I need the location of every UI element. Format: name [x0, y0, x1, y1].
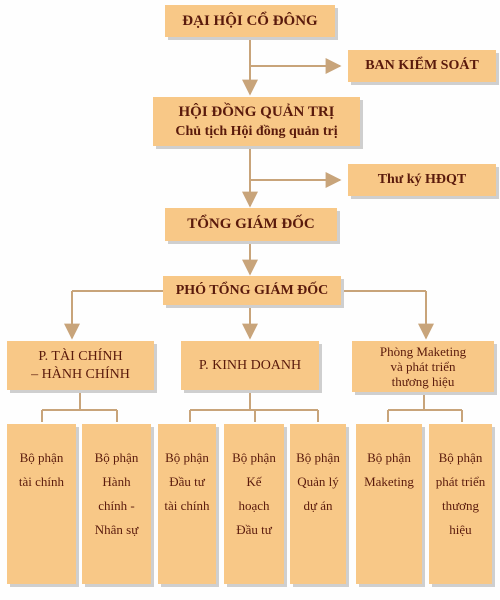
leaf-line: Bộ phận: [94, 450, 139, 465]
node-secretary: Thư ký HĐQT: [348, 164, 496, 196]
leaf-line: Đầu tư: [169, 474, 205, 489]
node-shareholders: ĐẠI HỘI CỔ ĐÔNG: [165, 5, 335, 37]
leaf-line: Nhân sự: [94, 522, 139, 537]
business-dept-label: P. KINH DOANH: [198, 357, 302, 373]
node-marketing-dept: Phòng Maketing và phát triển thương hiệu: [352, 341, 494, 392]
leaf-line: dự án: [303, 498, 333, 513]
leaf-line: Bộ phận: [296, 450, 340, 465]
node-ceo: TỔNG GIÁM ĐỐC: [165, 208, 337, 241]
leaf-line: Bộ phận: [367, 450, 411, 465]
leaf-brand-dev: Bộ phận phát triển thương hiệu: [429, 424, 492, 584]
node-deputy-ceo-label: PHÓ TỔNG GIÁM ĐỐC: [175, 282, 329, 298]
node-board-title: HỘI ĐỒNG QUẢN TRỊ: [178, 103, 335, 120]
leaf-line: thương: [441, 498, 480, 513]
leaf-line: hoạch: [238, 498, 270, 513]
leaf-line: tài chính: [18, 474, 65, 489]
leaf-hr: Bộ phận Hành chính - Nhân sự: [82, 424, 151, 584]
node-deputy-ceo: PHÓ TỔNG GIÁM ĐỐC: [163, 276, 341, 305]
marketing-dept-line1: Phòng Maketing: [379, 344, 467, 359]
node-shareholders-label: ĐẠI HỘI CỔ ĐÔNG: [182, 12, 318, 29]
leaf-line: Bộ phận: [232, 450, 276, 465]
node-supervisory: BAN KIỂM SOÁT: [348, 50, 496, 82]
leaf-project-mgmt: Bộ phận Quản lý dự án: [290, 424, 346, 584]
leaf-line: tài chính: [164, 498, 210, 513]
leaf-line: Hành: [102, 474, 131, 489]
leaf-line: Đầu tư: [236, 522, 272, 537]
leaf-invest-plan: Bộ phận Kế hoạch Đầu tư: [224, 424, 284, 584]
leaf-line: Quản lý: [297, 474, 339, 489]
finance-dept-line1: P. TÀI CHÍNH: [38, 348, 123, 364]
marketing-dept-line2: và phát triển: [390, 359, 456, 374]
leaf-line: Bộ phận: [165, 450, 209, 465]
leaf-marketing: Bộ phận Maketing: [356, 424, 422, 584]
leaf-fin-invest: Bộ phận Đầu tư tài chính: [158, 424, 216, 584]
leaf-line: chính -: [98, 498, 135, 513]
finance-dept-line2: – HÀNH CHÍNH: [31, 366, 130, 382]
node-business-dept: P. KINH DOANH: [181, 341, 319, 390]
leaf-line: Bộ phận: [19, 450, 64, 465]
marketing-dept-line3: thương hiệu: [391, 374, 455, 389]
node-supervisory-label: BAN KIỂM SOÁT: [365, 58, 479, 73]
node-board: HỘI ĐỒNG QUẢN TRỊ Chủ tịch Hội đồng quản…: [153, 97, 360, 146]
node-ceo-label: TỔNG GIÁM ĐỐC: [187, 216, 315, 232]
node-board-subtitle: Chủ tịch Hội đồng quản trị: [175, 123, 338, 139]
leaf-line: hiệu: [449, 522, 472, 537]
leaf-finance: Bộ phận tài chính: [7, 424, 76, 584]
leaf-line: Maketing: [364, 474, 414, 489]
node-secretary-label: Thư ký HĐQT: [377, 172, 467, 187]
node-finance-admin-dept: P. TÀI CHÍNH – HÀNH CHÍNH: [7, 341, 154, 390]
leaf-line: Kế: [246, 474, 262, 489]
leaf-line: phát triển: [435, 474, 486, 489]
leaf-line: Bộ phận: [438, 450, 483, 465]
